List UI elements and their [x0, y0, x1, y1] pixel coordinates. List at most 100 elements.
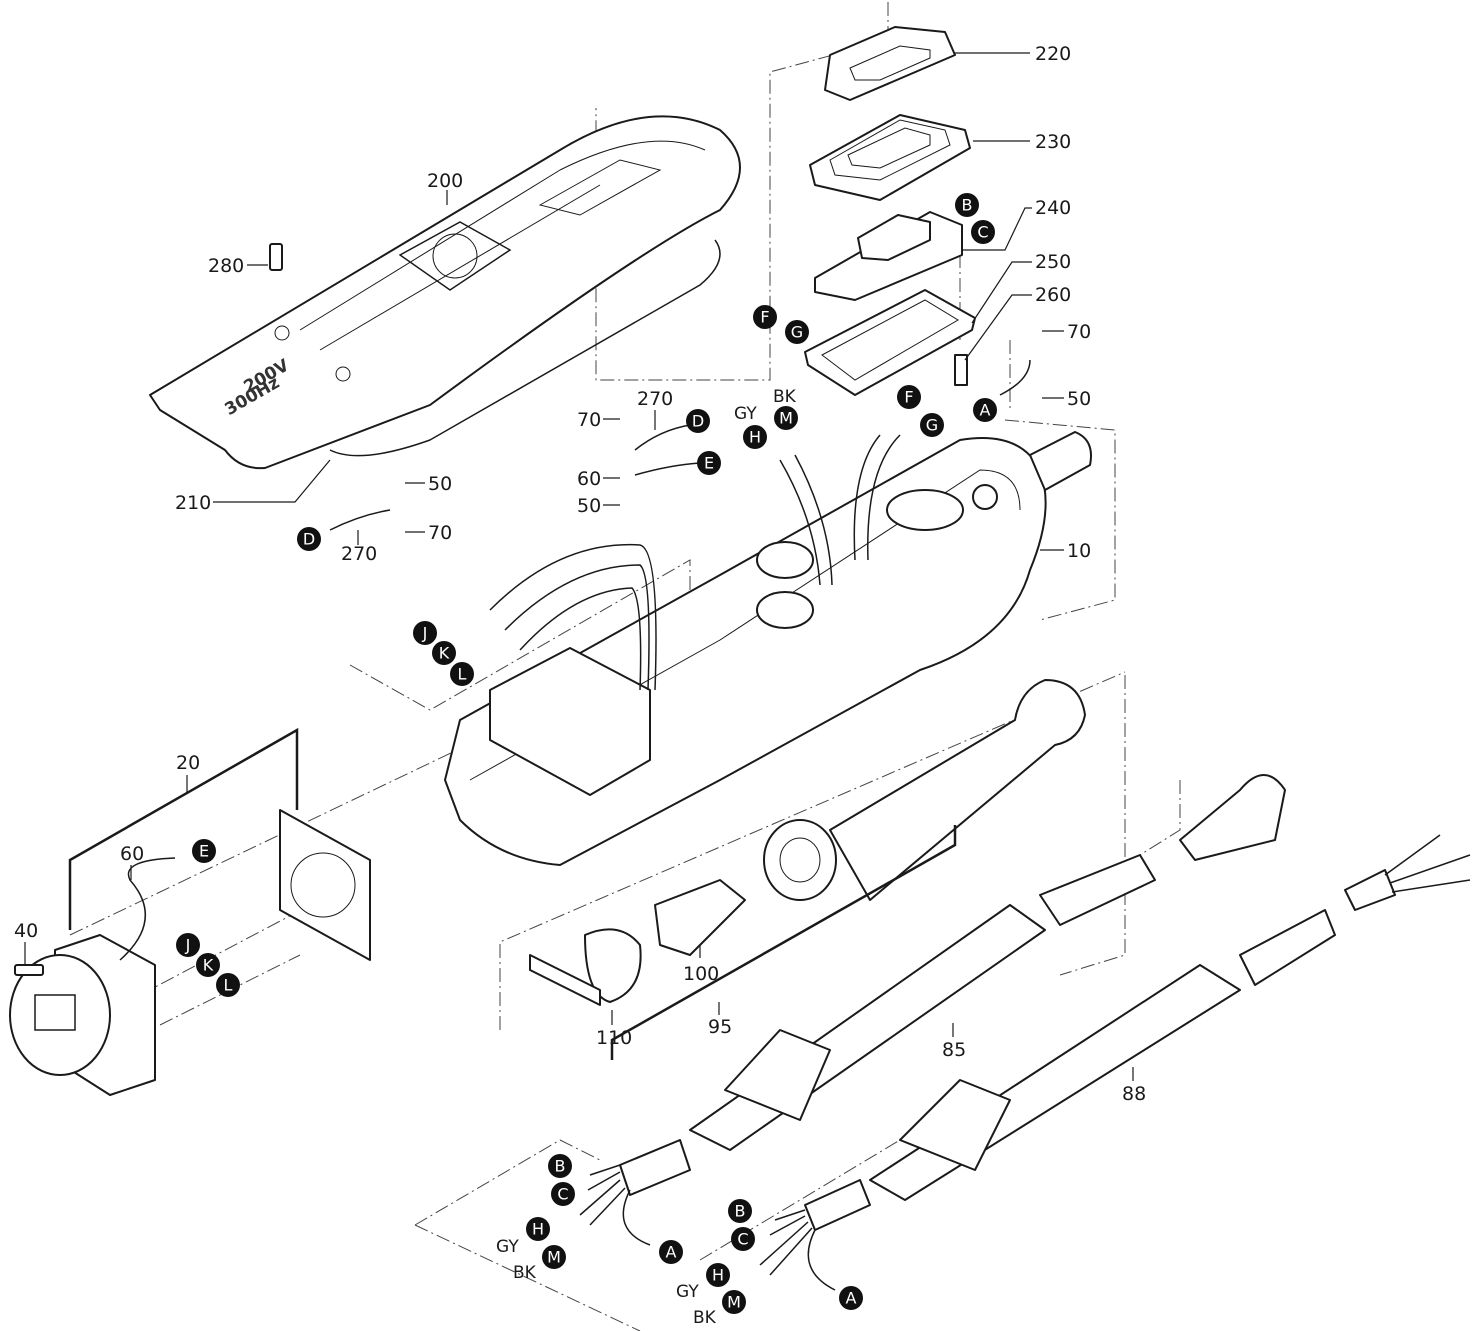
svg-text:E: E — [199, 842, 209, 861]
svg-text:K: K — [439, 644, 450, 663]
part-100-cable-gland — [654, 879, 746, 956]
cable-end-wires — [579, 1164, 836, 1291]
svg-text:K: K — [203, 956, 214, 975]
svg-text:J: J — [422, 624, 428, 643]
badge-pin-J: J — [413, 621, 437, 645]
part-20-socket — [9, 809, 371, 1096]
part-10-housing — [444, 431, 1092, 866]
internal-wires — [489, 434, 901, 691]
badge-cable85-C: C — [551, 1182, 575, 1206]
part-280-screw — [269, 243, 283, 271]
badge-wire-G: G — [920, 413, 944, 437]
svg-text:F: F — [760, 308, 769, 327]
part-95-gland-group — [529, 679, 1086, 1006]
leader-lines — [24, 52, 1134, 1081]
svg-text:G: G — [926, 416, 938, 435]
badge-switch-F: F — [753, 305, 777, 329]
label-70-housing: 70 — [577, 409, 601, 431]
label-270-cover: 270 — [341, 543, 377, 565]
label-50-switch: 50 — [1067, 388, 1091, 410]
label-250: 250 — [1035, 251, 1071, 273]
label-240: 240 — [1035, 197, 1071, 219]
badge-socket-L: L — [216, 973, 240, 997]
label-20: 20 — [176, 752, 200, 774]
part-260-screw — [954, 354, 968, 386]
part-110-clamp-band — [584, 928, 642, 1003]
svg-text:M: M — [547, 1248, 561, 1267]
label-85: 85 — [942, 1039, 966, 1061]
svg-text:L: L — [458, 665, 467, 684]
badge-cable88-B: B — [728, 1199, 752, 1223]
badge-cable88-C: C — [731, 1227, 755, 1251]
svg-text:M: M — [727, 1293, 741, 1312]
housing-socket-box — [489, 647, 651, 796]
badge-switch-G: G — [785, 320, 809, 344]
wire-color-gy-top: GY — [734, 404, 757, 424]
wire-color-bk-85: BK — [513, 1263, 537, 1283]
cable-85-grip — [724, 1029, 831, 1121]
badge-cable88-M: M — [722, 1290, 746, 1314]
svg-text:B: B — [735, 1202, 746, 1221]
badge-wire-F: F — [897, 385, 921, 409]
part-230-seal-frame — [809, 114, 971, 201]
badge-ground-A: A — [973, 398, 997, 422]
part-number-labels: 220 230 240 250 260 70 50 10 200 280 210… — [14, 43, 1146, 1105]
svg-text:H: H — [532, 1220, 544, 1239]
badge-switch-B: B — [955, 193, 979, 217]
badge-pin-L: L — [450, 662, 474, 686]
svg-text:A: A — [846, 1289, 857, 1308]
badge-cable85-M: M — [542, 1245, 566, 1269]
label-270-housing: 270 — [637, 388, 673, 410]
badge-cable88-A: A — [839, 1286, 863, 1310]
label-10: 10 — [1067, 540, 1091, 562]
label-70-cover: 70 — [428, 522, 452, 544]
socket-gasket — [279, 809, 371, 961]
label-220: 220 — [1035, 43, 1071, 65]
badge-ground-D-top: D — [686, 409, 710, 433]
svg-text:C: C — [737, 1230, 748, 1249]
ground-wire-270-bottom — [329, 509, 391, 531]
cable-88-grip — [899, 1079, 1011, 1171]
part-200-cover: 200V 300Hz — [149, 115, 741, 470]
cable-assembly-85 — [619, 774, 1286, 1196]
grommet — [763, 819, 837, 901]
svg-text:J: J — [185, 936, 191, 955]
badge-cable85-A: A — [659, 1240, 683, 1264]
wire-color-gy-85: GY — [496, 1237, 519, 1257]
label-210: 210 — [175, 492, 211, 514]
cable-assembly-88 — [804, 834, 1471, 1231]
label-60-socket: 60 — [120, 843, 144, 865]
bracket-20 — [68, 727, 299, 930]
cable-boot — [829, 679, 1086, 901]
part-240-switch — [814, 211, 963, 301]
ground-wire-60-socket — [119, 857, 176, 961]
label-50-housing: 50 — [577, 495, 601, 517]
bracket-95 — [610, 825, 957, 1060]
svg-text:H: H — [749, 428, 761, 447]
part-250-gasket — [804, 289, 976, 396]
svg-text:B: B — [555, 1157, 566, 1176]
logo-emblem — [432, 233, 478, 279]
svg-text:C: C — [557, 1185, 568, 1204]
badge-socket-K: K — [196, 953, 220, 977]
label-100: 100 — [683, 963, 719, 985]
badge-switch-C: C — [971, 220, 995, 244]
connection-badges: B C F G A D E F G H M D J K L E J K L B … — [176, 193, 997, 1314]
svg-text:B: B — [962, 196, 973, 215]
badge-wire-H: H — [743, 425, 767, 449]
label-60-housing: 60 — [577, 468, 601, 490]
svg-text:M: M — [779, 409, 793, 428]
svg-text:A: A — [980, 401, 991, 420]
svg-text:D: D — [303, 530, 315, 549]
svg-text:G: G — [791, 323, 803, 342]
badge-cable85-H: H — [526, 1217, 550, 1241]
ground-wire-A — [999, 359, 1031, 396]
mains-plug — [1179, 774, 1286, 861]
badge-socket-J: J — [176, 933, 200, 957]
svg-text:C: C — [977, 223, 988, 242]
svg-text:A: A — [666, 1243, 677, 1262]
label-70-switch: 70 — [1067, 321, 1091, 343]
badge-ground-E-top: E — [697, 451, 721, 475]
wire-color-gy-88: GY — [676, 1282, 699, 1302]
